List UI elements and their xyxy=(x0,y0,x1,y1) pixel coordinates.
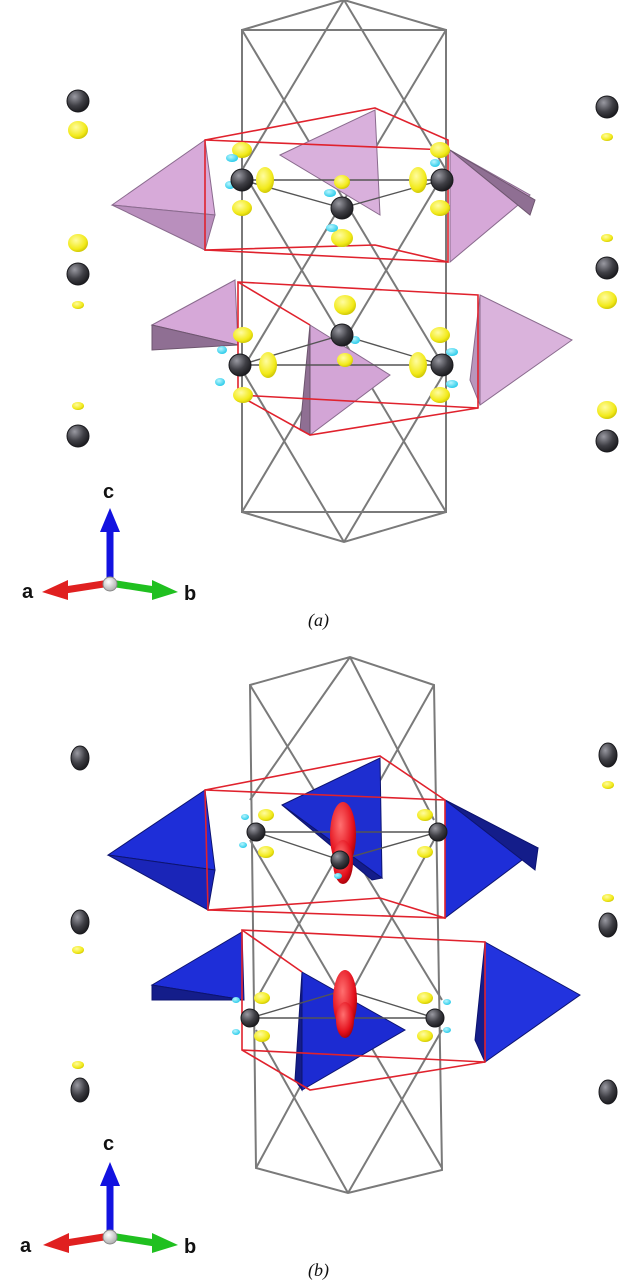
panel-a: c a b (a) xyxy=(22,0,619,631)
axis-a-label: a xyxy=(20,1235,32,1257)
panel-b: c a b (b) xyxy=(20,655,618,1281)
atoms-a xyxy=(66,89,619,453)
caption-b: (b) xyxy=(308,1260,329,1281)
axis-b-label: b xyxy=(184,583,196,605)
axis-c-label: c xyxy=(103,1133,114,1155)
unit-cell-b xyxy=(248,655,444,1195)
caption-a: (a) xyxy=(308,610,329,631)
density-lobes-b xyxy=(330,802,357,1038)
axis-a-label: a xyxy=(22,581,34,603)
axes-triad-b: c a b xyxy=(20,1133,196,1258)
axes-triad-a: c a b xyxy=(22,481,196,605)
subcells-a xyxy=(204,107,479,436)
axis-b-label: b xyxy=(184,1236,196,1258)
unit-cell-a xyxy=(241,0,447,544)
subcells-b xyxy=(204,755,486,1091)
polyhedra-a xyxy=(110,109,573,436)
isosurface-negative-b xyxy=(232,814,451,1035)
axis-c-label: c xyxy=(103,481,114,503)
bonds-b xyxy=(249,831,439,1019)
isosurface-positive-a xyxy=(68,121,617,419)
atoms-b xyxy=(70,742,618,1105)
isosurface-positive-b xyxy=(72,781,614,1069)
